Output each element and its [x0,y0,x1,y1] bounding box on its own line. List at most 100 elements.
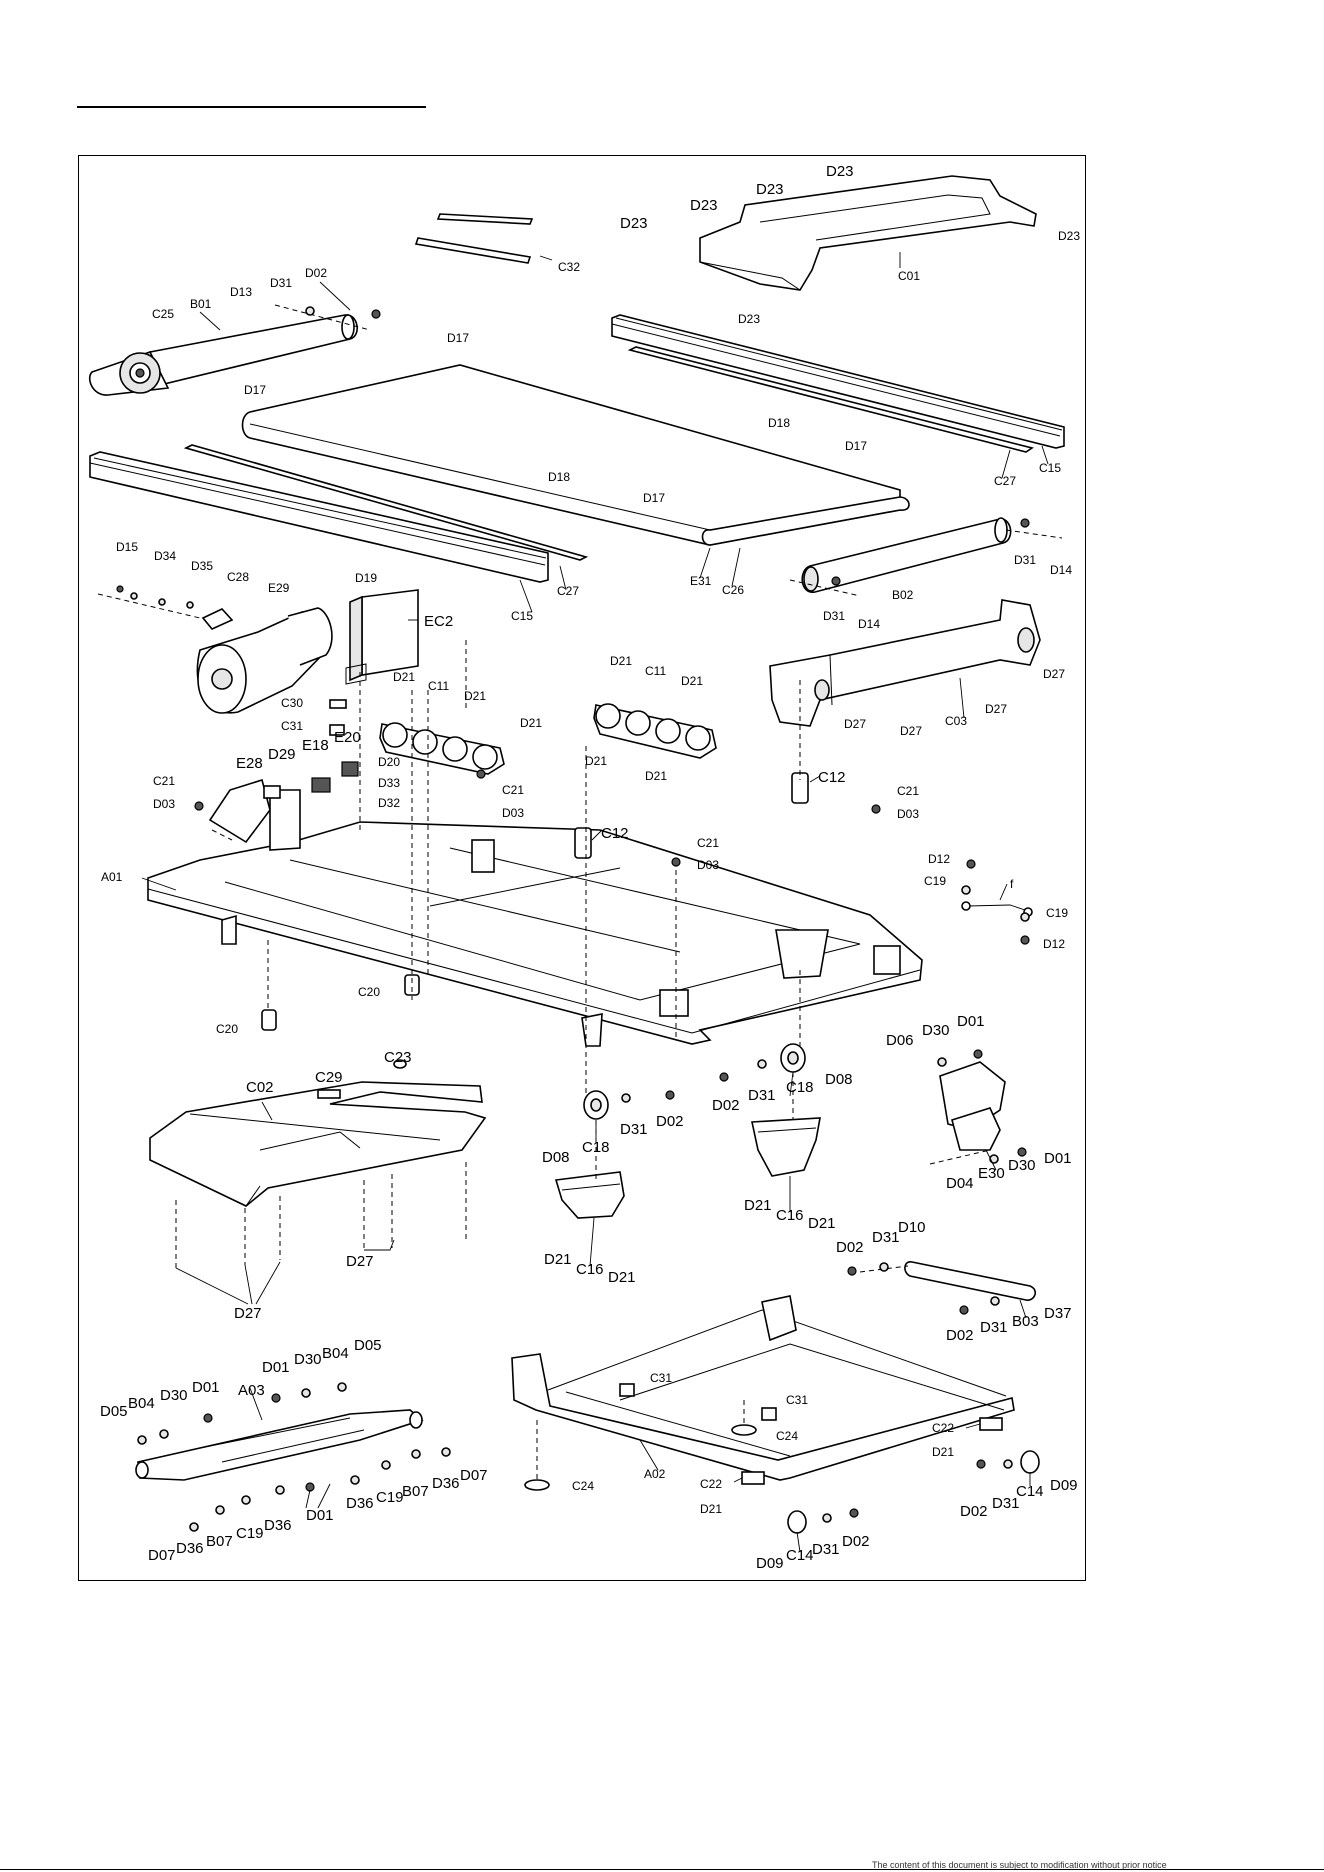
label-d14-b02: D14 [858,617,880,631]
label-d23-4: D23 [826,163,854,180]
label-a02: A02 [644,1467,666,1481]
label-d36-r2: D36 [346,1495,374,1512]
label-d05-r: D05 [354,1337,382,1354]
label-c19-a03r: C19 [376,1489,404,1506]
label-d21-c11e: D21 [681,674,703,688]
label-d29: D29 [268,746,296,763]
main-frame-a01 [147,778,923,1047]
label-c28: C28 [227,570,249,584]
label-d23-3: D23 [756,181,784,198]
label-c11-right: C11 [645,664,666,678]
label-d02-top: D02 [305,266,327,280]
label-d02-b03a: D02 [836,1239,864,1256]
label-d03-2: D03 [502,806,524,820]
label-c27-right: C27 [994,474,1016,488]
label-c31-b: C31 [786,1393,808,1407]
label-d05-l: D05 [100,1403,128,1420]
label-d21-c22l: D21 [700,1502,722,1516]
label-c27-left: C27 [557,584,579,598]
label-d27-3: D27 [844,717,866,731]
motor-e29 [97,593,333,714]
label-c31-a: C31 [650,1371,672,1385]
label-d21-c11g: D21 [645,769,667,783]
label-d27-4: D27 [900,724,922,738]
label-c32: C32 [558,260,580,274]
label-d23-1: D23 [620,215,648,232]
strips-c32 [414,213,534,264]
wheels-c18 [583,1043,806,1120]
label-c15-right: C15 [1039,461,1061,475]
hardware [116,306,1030,1532]
base-tray-c02 [149,1081,487,1207]
label-c21-2: C21 [502,783,524,797]
label-d17-2: D17 [244,383,266,397]
label-b01: B01 [190,297,212,311]
feet-c20 [261,974,420,1031]
wedge-c16-left [554,1171,625,1219]
label-d27-tray2: D27 [234,1305,262,1322]
label-d03-4: D03 [697,858,719,872]
label-c20-1: C20 [358,985,380,999]
label-d21-c11b: D21 [464,689,486,703]
label-c24-left: C24 [572,1479,594,1493]
label-c18-right: C18 [786,1079,814,1096]
label-e18: E18 [302,737,329,754]
label-d31-c18r: D31 [748,1087,776,1104]
label-d18-1: D18 [768,416,790,430]
label-d27-1: D27 [1043,667,1065,681]
label-c12-right: C12 [818,769,846,786]
label-d13: D13 [230,285,252,299]
label-d04: D04 [946,1175,974,1192]
label-d06: D06 [886,1032,914,1049]
label-c22-left: C22 [700,1477,722,1491]
wedge-c16-right [751,1117,821,1177]
label-d21-c16r1: D21 [744,1197,772,1214]
label-d31-c14r: D31 [992,1495,1020,1512]
label-d27-tray1: D27 [346,1253,374,1270]
footer-rule [0,1869,1324,1870]
label-e29: E29 [268,581,290,595]
label-c11-left: C11 [428,679,449,693]
incline-motor-e30 [929,1061,1006,1165]
label-d21-c16l1: D21 [544,1251,572,1268]
label-d33: D33 [378,776,400,790]
controller-ec2 [345,589,419,685]
label-c22-right: C22 [932,1421,954,1435]
label-d19: D19 [355,571,377,585]
label-d12-1: D12 [928,852,950,866]
label-b04-l: B04 [128,1395,155,1412]
label-c23: C23 [384,1049,412,1066]
label-d30-a03l: D30 [160,1387,188,1404]
label-c30: C30 [281,696,303,710]
right-rail-c15 [611,314,1065,453]
label-d08-right: D08 [825,1071,853,1088]
label-d31-b03a: D31 [872,1229,900,1246]
label-d27-2: D27 [985,702,1007,716]
label-b07-l: B07 [206,1533,233,1550]
label-d18-2: D18 [548,470,570,484]
title-underline [77,106,426,108]
label-d03-3: D03 [897,807,919,821]
label-c21-4: C21 [697,836,719,850]
label-b07-r: B07 [402,1483,429,1500]
label-d09-left: D09 [756,1555,784,1572]
label-d09-right: D09 [1050,1477,1078,1494]
label-d12-2: D12 [1043,937,1065,951]
label-d31-right: D31 [1014,553,1036,567]
label-b03: B03 [1012,1313,1039,1330]
label-c03: C03 [945,714,967,728]
label-d21-c11f: D21 [585,754,607,768]
label-d21-c16l2: D21 [608,1269,636,1286]
label-d01-a03b: D01 [306,1507,334,1524]
label-c15-left: C15 [511,609,533,623]
label-d31-top: D31 [270,276,292,290]
label-d21-c11a: D21 [393,670,415,684]
label-c20-2: C20 [216,1022,238,1036]
label-d08-left: D08 [542,1149,570,1166]
label-d20: D20 [378,755,400,769]
label-d37: D37 [1044,1305,1072,1322]
label-e28: E28 [236,755,263,772]
label-d35: D35 [191,559,213,573]
label-c16-right: C16 [776,1207,804,1224]
